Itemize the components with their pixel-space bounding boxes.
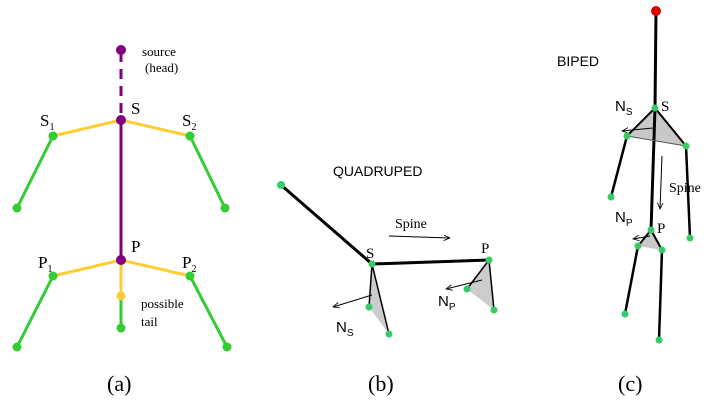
- pelvis-joint-c: [647, 226, 655, 234]
- label-P-c: P: [657, 221, 665, 237]
- normal-arrow-NS-b: [333, 294, 373, 307]
- foot-hind-2-b: [490, 306, 498, 314]
- neck-bone-c: [653, 10, 658, 109]
- shoulder-back-edge-b: [371, 263, 390, 335]
- foot-front-2-b: [385, 330, 393, 338]
- shoulder-front-edge-b: [368, 263, 373, 308]
- shoulder-left-c: [626, 107, 656, 137]
- normal-arrow-NP-c: [633, 236, 651, 239]
- spine-label-b: Spine: [395, 217, 427, 232]
- label-NP-c: NP: [615, 209, 633, 229]
- pelvis-joint-P: [116, 255, 126, 265]
- hind-right-limb: [188, 275, 229, 348]
- spine-label-c: Spine: [669, 181, 701, 196]
- normal-arrow-NS-c: [622, 128, 654, 131]
- shoulder-joint-c: [651, 104, 659, 112]
- shoulder-joint-S: [116, 115, 126, 125]
- hind-left-limb: [15, 275, 55, 348]
- quadruped-title: QUADRUPED: [333, 163, 422, 179]
- label-P-b: P: [481, 241, 489, 257]
- shoulder-girdle-right: [120, 118, 191, 138]
- spine-bone-c: [649, 107, 657, 231]
- left-foot-c: [621, 310, 629, 318]
- label-S: S: [131, 99, 140, 118]
- left-leg-c: [623, 245, 640, 315]
- head-joint-c: [651, 6, 661, 16]
- right-leg-c: [657, 249, 664, 341]
- pelvis-front-edge-b: [466, 259, 490, 290]
- left-hand-c: [607, 193, 615, 201]
- label-NS-c: NS: [615, 98, 633, 118]
- source-label: source: [142, 44, 176, 59]
- joint-S1: [48, 131, 58, 141]
- tail-joint-2: [116, 323, 126, 333]
- label-P1: P1: [38, 253, 52, 275]
- joint-P1: [48, 271, 58, 281]
- foot-hind-1-b: [463, 285, 471, 293]
- pelvis-girdle-right: [120, 258, 191, 278]
- front-left-limb: [15, 135, 55, 209]
- shoulder-plane-c: [627, 108, 686, 146]
- foot-front-1-b: [365, 303, 373, 311]
- caption-c: (c): [618, 371, 642, 396]
- right-hand-c: [686, 234, 694, 242]
- label-S2: S2: [182, 111, 196, 133]
- pelvis-joint-b: [485, 256, 493, 264]
- left-shoulder-c: [623, 132, 631, 140]
- possible-tail-label-2: tail: [141, 314, 158, 329]
- neck-bone-b: [280, 183, 373, 266]
- right-arm-c: [684, 145, 692, 239]
- hip-right-c: [650, 229, 663, 251]
- head-joint: [116, 45, 126, 55]
- joint-S2: [185, 131, 195, 141]
- pelvis-girdle-left: [52, 258, 122, 278]
- right-hip-c: [658, 246, 666, 254]
- left-hip-c: [634, 242, 642, 250]
- pelvis-plane-c: [638, 230, 662, 250]
- label-NP-b: NP: [438, 293, 456, 313]
- caption-a: (a): [107, 371, 131, 396]
- caption-b: (b): [368, 371, 394, 396]
- spine-bone-b: [371, 258, 490, 266]
- front-right-limb: [188, 135, 227, 209]
- biped-title: BIPED: [557, 53, 599, 69]
- spine-arrow-c: [660, 155, 662, 209]
- shoulder-joint-b: [368, 260, 376, 268]
- label-P: P: [131, 237, 140, 256]
- pelvis-plane-b: [467, 260, 494, 310]
- foot-hind-right: [222, 342, 232, 352]
- possible-tail-label-1: possible: [141, 296, 184, 311]
- label-P2: P2: [182, 253, 196, 275]
- label-NS-b: NS: [336, 319, 354, 339]
- foot-front-right: [220, 203, 230, 213]
- spine-arrow-b: [388, 236, 450, 238]
- panel-c: BIPED S NS Spine NP P (c): [557, 6, 701, 396]
- label-S-b: S: [366, 246, 374, 262]
- joint-P2: [185, 271, 195, 281]
- normal-arrow-NP-b: [446, 279, 483, 289]
- foot-front-left: [12, 203, 22, 213]
- pelvis-back-edge-b: [488, 259, 495, 311]
- panel-a: source (head) S S1 S2 P P1 P2 possible t…: [12, 44, 232, 396]
- foot-hind-left: [12, 342, 22, 352]
- shoulder-girdle-left: [52, 118, 122, 138]
- panel-b: QUADRUPED Spine S P NS NP (b): [277, 163, 498, 396]
- right-shoulder-c: [682, 142, 690, 150]
- head-joint-b: [277, 181, 285, 189]
- head-label: (head): [145, 60, 178, 75]
- tail-joint-1: [116, 291, 126, 301]
- left-arm-c: [609, 135, 629, 198]
- shoulder-right-c: [654, 107, 687, 147]
- shoulder-bar-c: [626, 135, 687, 147]
- label-S1: S1: [40, 111, 54, 133]
- label-S-c: S: [661, 99, 669, 115]
- right-foot-c: [655, 336, 663, 344]
